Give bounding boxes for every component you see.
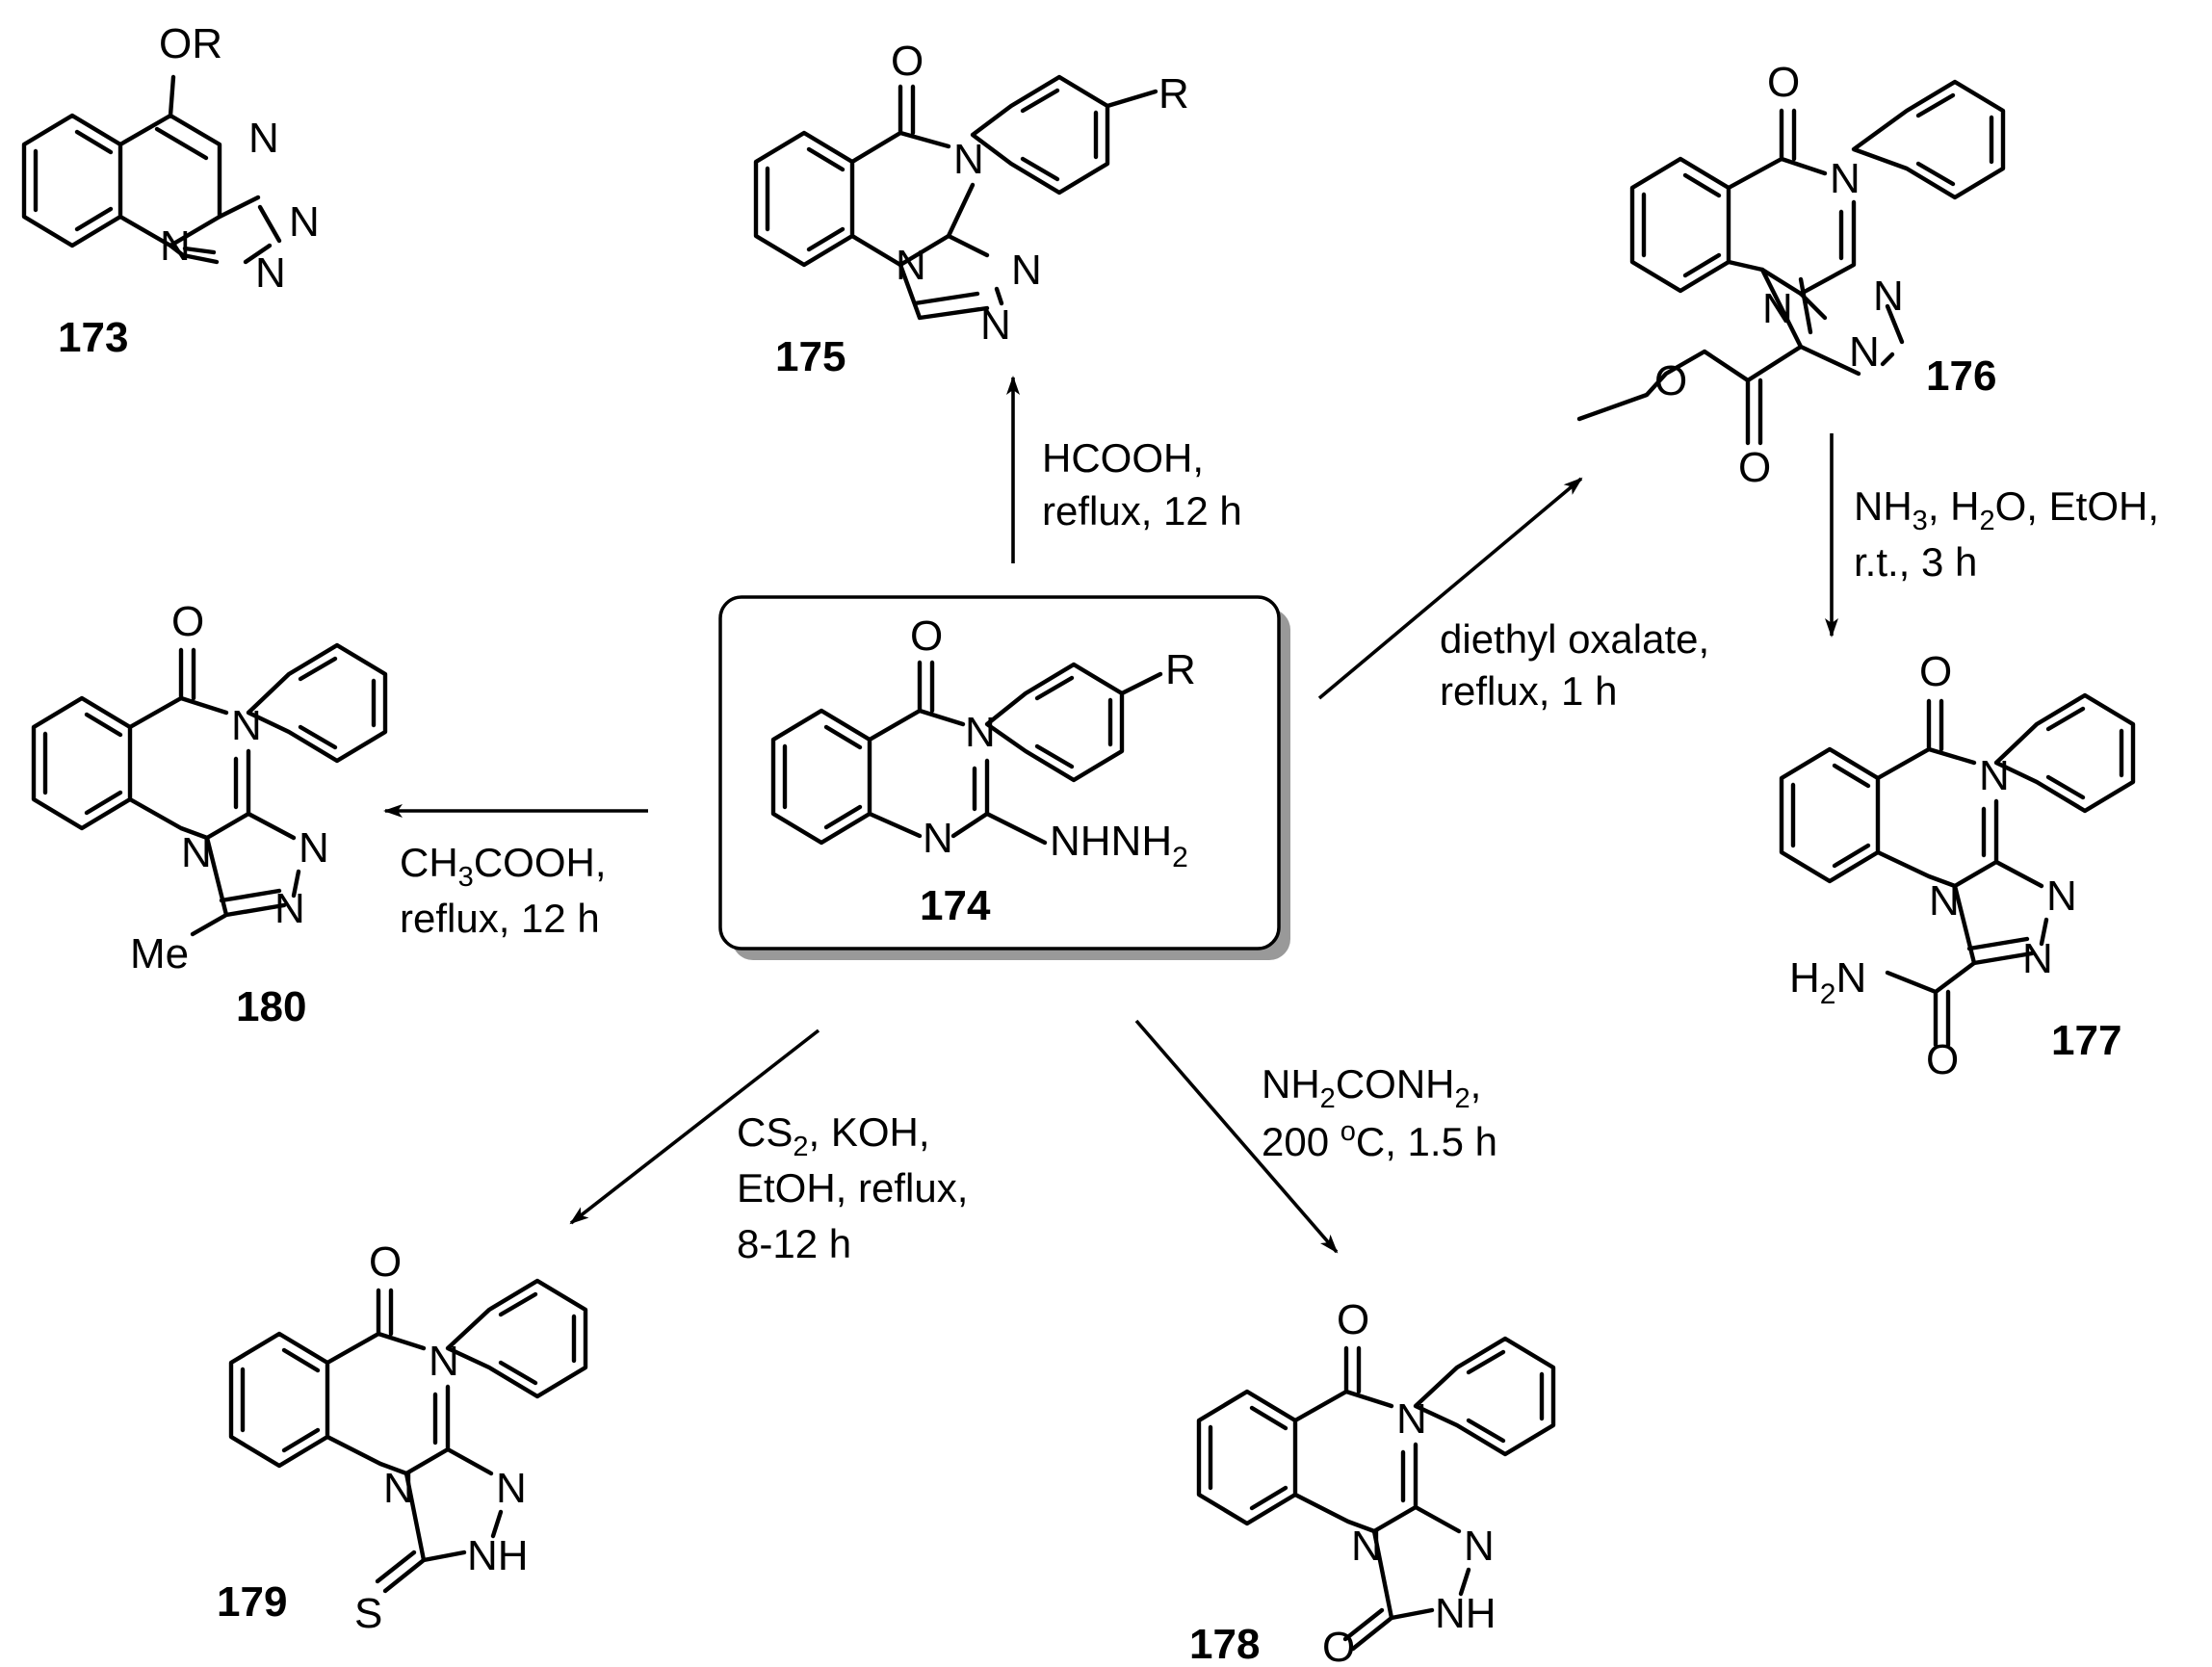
condition-line: CH3COOH, [400, 840, 606, 893]
atom-n: N [965, 709, 996, 756]
atom-n: N [1873, 273, 1904, 320]
atom-n: N [496, 1465, 527, 1512]
compound-175: O N R N N N 175 [753, 38, 1189, 380]
compound-label-173: 173 [58, 314, 128, 361]
atom-me: Me [130, 930, 189, 977]
compound-label-180: 180 [236, 983, 306, 1030]
atom-n: N [2022, 935, 2053, 982]
compound-179: O N N N NH S 179 [217, 1238, 588, 1637]
atom-n: N [274, 885, 305, 932]
conditions-180: CH3COOH, reflux, 12 h [400, 840, 606, 941]
atom-s: S [354, 1590, 382, 1637]
arrow-to-176 [1317, 477, 1583, 700]
atom-n: N [1464, 1523, 1495, 1570]
atom-n: N [1396, 1395, 1427, 1443]
condition-line: 200 oC, 1.5 h [1262, 1116, 1497, 1164]
atom-nh: NH [1435, 1590, 1496, 1637]
condition-line: HCOOH, [1042, 435, 1204, 481]
arrow-to-179 [569, 1029, 820, 1225]
atom-n: N [980, 301, 1011, 349]
conditions-175: HCOOH, reflux, 12 h [1042, 435, 1242, 534]
atom-nhnh: NHNH2 [1050, 818, 1188, 873]
compound-173: OR N N N N 173 [21, 20, 320, 361]
conditions-178: NH2CONH2, 200 oC, 1.5 h [1262, 1061, 1497, 1164]
atom-n: N [1011, 247, 1042, 294]
compound-label-176: 176 [1926, 352, 1996, 400]
atom-o: O [1926, 1036, 1959, 1083]
compound-label-174: 174 [920, 882, 991, 929]
atom-o: O [1767, 59, 1800, 106]
atom-n: N [1979, 752, 2010, 799]
atom-o: O [171, 598, 204, 645]
atom-n: N [1351, 1523, 1382, 1570]
atom-n: N [953, 136, 984, 183]
compound-label-178: 178 [1189, 1621, 1260, 1667]
atom-h2n: H2N [1789, 954, 1866, 1010]
compound-label-177: 177 [2051, 1017, 2121, 1064]
atom-n: N [1929, 877, 1960, 925]
atom-n: N [896, 242, 926, 289]
atom-n: N [289, 198, 320, 246]
atom-o: O [1919, 648, 1952, 695]
atom-o: O [891, 38, 924, 85]
atom-n: N [383, 1465, 414, 1512]
conditions-176: diethyl oxalate, reflux, 1 h [1440, 616, 1709, 714]
compound-label-175: 175 [775, 333, 846, 380]
atom-or: OR [159, 20, 222, 67]
condition-line: reflux, 12 h [400, 896, 600, 941]
condition-line: reflux, 12 h [1042, 488, 1242, 534]
atom-o: O [1738, 444, 1771, 491]
atom-n: N [429, 1338, 459, 1385]
condition-line: EtOH, reflux, [737, 1165, 968, 1211]
condition-line: diethyl oxalate, [1440, 616, 1709, 662]
condition-line: 8-12 h [737, 1221, 851, 1266]
compound-176: O N N N N O O 176 [1576, 59, 2006, 491]
atom-n: N [1762, 285, 1793, 332]
atom-n: N [1849, 328, 1880, 376]
atom-o: O [910, 612, 943, 660]
compound-label-179: 179 [217, 1578, 287, 1626]
atom-r: R [1158, 70, 1189, 117]
atom-o: O [1337, 1296, 1369, 1343]
conditions-179: CS2, KOH, EtOH, reflux, 8-12 h [737, 1109, 968, 1266]
atom-nh: NH [467, 1532, 529, 1579]
condition-line: reflux, 1 h [1440, 668, 1617, 714]
condition-line: r.t., 3 h [1854, 539, 1977, 585]
atom-r: R [1165, 646, 1196, 693]
atom-n: N [2046, 873, 2077, 920]
atom-n: N [248, 115, 279, 162]
compound-178: O N N N NH O 178 [1189, 1296, 1556, 1667]
atom-o: O [1654, 357, 1687, 404]
atom-o: O [1322, 1624, 1355, 1667]
compound-174-box: O N R N NHNH2 174 [718, 595, 1290, 960]
compound-180: O N N N N Me 180 [31, 598, 388, 1030]
condition-line: CS2, KOH, [737, 1109, 930, 1162]
conditions-177: NH3, H2O, EtOH, r.t., 3 h [1854, 483, 2159, 585]
atom-n: N [923, 815, 953, 862]
atom-n: N [255, 249, 286, 297]
atom-n: N [231, 702, 262, 749]
condition-line: NH2CONH2, [1262, 1061, 1481, 1114]
atom-n: N [160, 222, 191, 270]
condition-line: NH3, H2O, EtOH, [1854, 483, 2159, 536]
atom-o: O [369, 1238, 402, 1286]
atom-n: N [299, 824, 329, 872]
arrow-to-178 [1134, 1019, 1339, 1254]
compound-177: O N N N N H2N O 177 [1779, 648, 2136, 1083]
atom-n: N [1830, 155, 1861, 202]
atom-n: N [181, 829, 212, 876]
